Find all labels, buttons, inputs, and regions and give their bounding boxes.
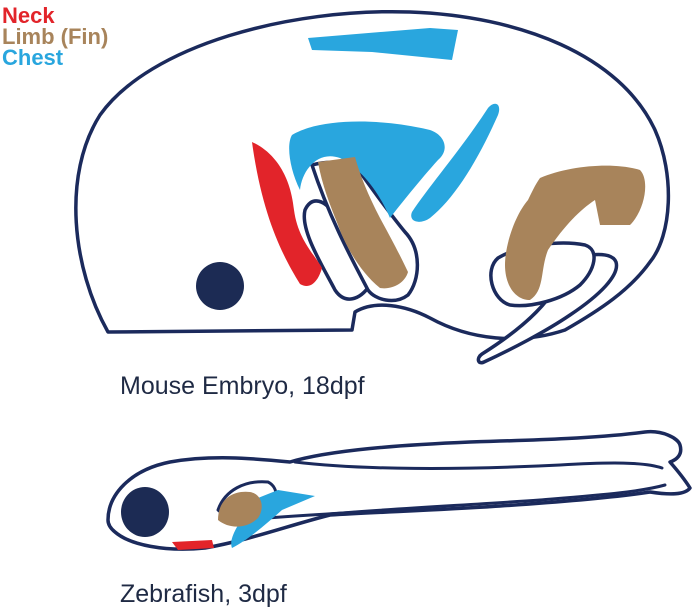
mouse-eye bbox=[196, 262, 244, 310]
zebrafish-eye bbox=[121, 487, 169, 537]
zebrafish bbox=[108, 432, 690, 550]
mouse-embryo bbox=[76, 12, 669, 363]
mouse-caption: Mouse Embryo, 18dpf bbox=[120, 372, 365, 401]
legend-chest: Chest bbox=[2, 47, 63, 69]
zebrafish-caption: Zebrafish, 3dpf bbox=[120, 580, 287, 609]
zebrafish-body-outline bbox=[108, 432, 690, 549]
